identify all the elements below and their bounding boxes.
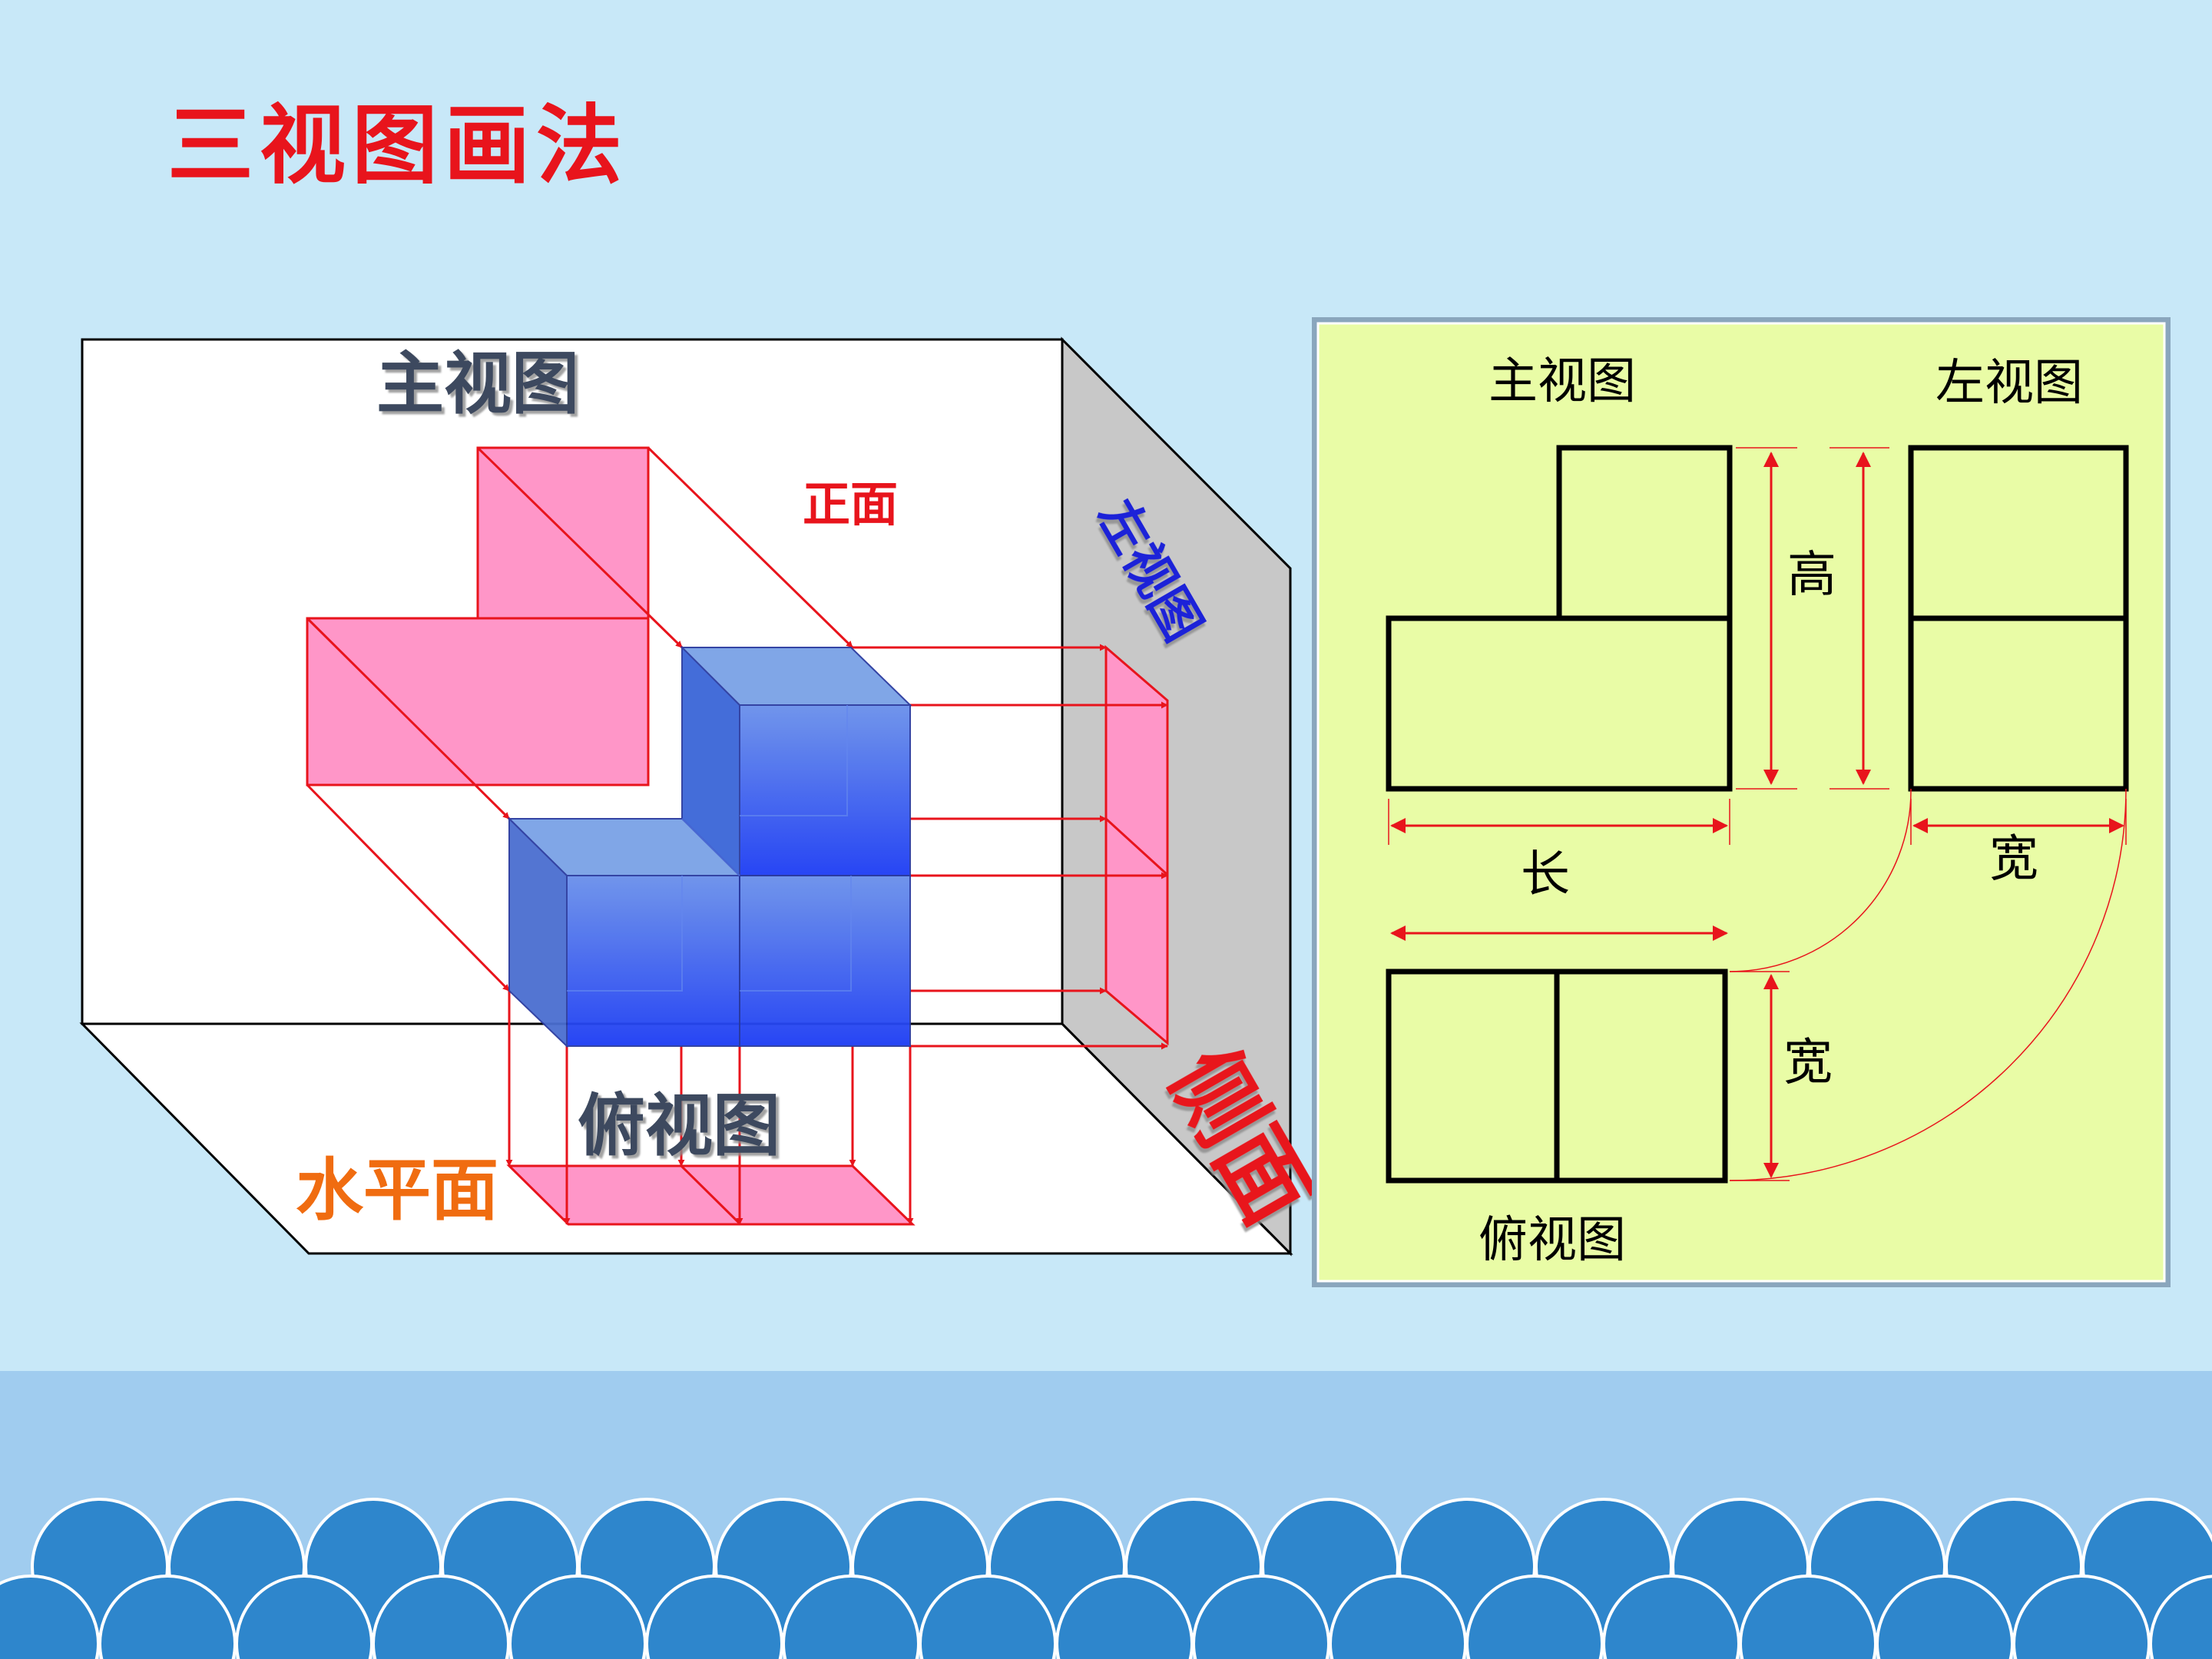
projection-lines xyxy=(306,446,1168,1225)
cube-upper xyxy=(680,645,912,878)
left-view-drawing xyxy=(1908,445,2129,792)
length-dimension-label: 长 xyxy=(1521,846,1570,903)
front-view-drawing xyxy=(1386,445,1733,792)
object-cubes xyxy=(507,645,912,1048)
panel-left-view-label: 左视图 xyxy=(1936,355,2083,412)
panel-body xyxy=(1316,322,2166,1283)
top-view-projection xyxy=(506,1164,916,1226)
wave-bump xyxy=(2149,1575,2212,1659)
projection-line xyxy=(476,446,684,649)
front-projection-lower xyxy=(306,617,650,786)
scene-top-view-label: 俯视图 xyxy=(578,1088,780,1164)
cube-lower-left xyxy=(507,816,742,1048)
front-plane-label: 正面 xyxy=(803,478,898,531)
height-dimension-label: 高 xyxy=(1787,547,1836,604)
top-view-drawing xyxy=(1386,969,1728,1184)
panel-front-view-label: 主视图 xyxy=(1488,353,1636,410)
three-view-drawing-panel: 主视图 左视图 俯视图 xyxy=(1312,317,2171,1287)
scene-front-view-label: 主视图 xyxy=(376,346,579,422)
left-view-projection xyxy=(1104,644,1169,1046)
panel-top-view-label: 俯视图 xyxy=(1479,1212,1626,1269)
projection-line xyxy=(306,617,511,820)
horizontal-plane-label: 水平面 xyxy=(296,1152,498,1228)
dimension-lines xyxy=(1388,447,2127,1181)
projection-line xyxy=(647,446,854,649)
left-width-dimension-label: 宽 xyxy=(1989,831,2038,888)
slide-title: 三视图画法 xyxy=(167,95,628,196)
projection-line xyxy=(306,783,511,992)
top-width-dimension-label: 宽 xyxy=(1783,1035,1833,1091)
cube-lower-right xyxy=(681,818,911,1047)
wave-decoration xyxy=(0,1498,2212,1659)
